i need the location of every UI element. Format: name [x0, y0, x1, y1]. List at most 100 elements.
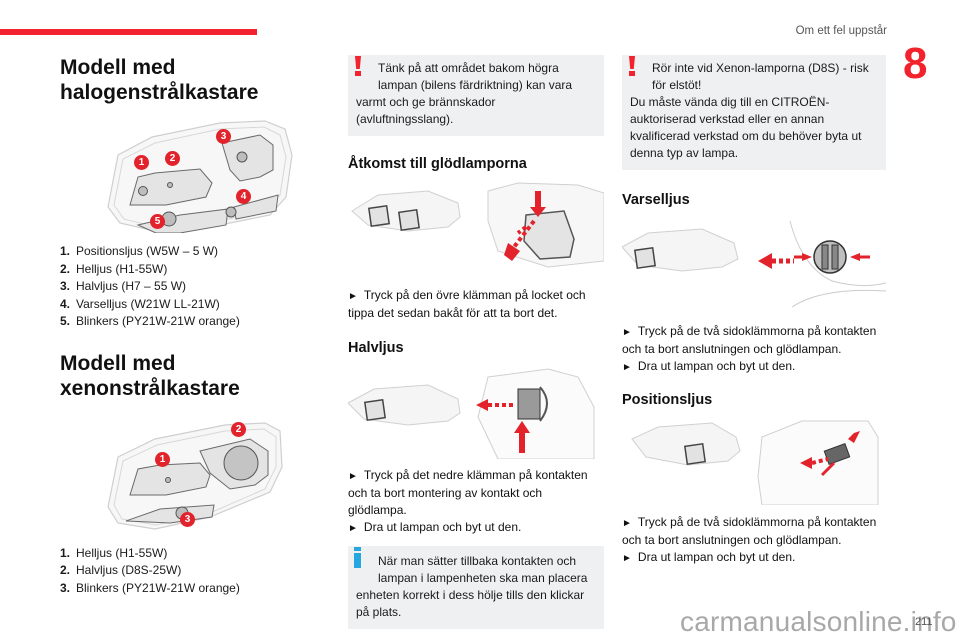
info-text-line3: enheten korrekt i dess hölje tills den k… [356, 588, 585, 619]
item-number: 4. [60, 296, 71, 311]
chapter-number: 8 [903, 39, 928, 88]
item-text: Positionsljus (W5W – 5 W) [76, 244, 219, 258]
xenon-title-line2: xenonstrålkastare [60, 376, 240, 400]
cover-removal-drawing [351, 182, 605, 268]
callout-badge-2: 2 [231, 421, 246, 437]
info-text-line2: lampan i lampenheten ska man placera [378, 571, 588, 585]
info-text-line1: När man sätter tillbaka kontakten och [378, 554, 577, 568]
column-1: Modell med halogenstrålkastare 1 2 3 4 5… [60, 55, 315, 597]
running-head: Om ett fel uppstår [795, 25, 887, 37]
item-text: Blinkers (PY21W-21W orange) [76, 580, 240, 595]
drl-step-1: ►Tryck på de två sidoklämmorna på kontak… [622, 323, 886, 358]
item-text: Blinkers (PY21W-21W orange) [76, 314, 240, 328]
position-light-drawing [631, 420, 879, 506]
item-number: 1. [60, 244, 71, 258]
step-marker-icon: ► [348, 471, 358, 482]
halogen-title: Modell med halogenstrålkastare [60, 55, 315, 105]
low-beam-drawing [347, 368, 595, 460]
item-text: Varselljus (W21W LL-21W) [76, 296, 220, 311]
xenon-headlamp-illustration: 1 2 3 [60, 417, 315, 532]
drl-illustration [621, 217, 887, 309]
column-2: Tänk på att området bakom högra lampan (… [347, 55, 605, 629]
xenon-title: Modell med xenonstrålkastare [60, 351, 315, 401]
callout-badge-1: 1 [134, 155, 149, 170]
step-marker-icon: ► [622, 553, 632, 564]
position-light-illustration [622, 417, 886, 506]
low-beam-step-1-text: Tryck på det nedre klämman på kontakten … [348, 468, 588, 517]
list-item: 2. Halvljus (D8S-25W) [60, 562, 315, 580]
xenon-bulb-list: 1.Helljus (H1-55W) 2.Halvljus (D8S-25W) … [60, 545, 315, 598]
item-number: 2. [60, 261, 71, 276]
halogen-headlamp-drawing [107, 120, 293, 234]
low-beam-step-1: ►Tryck på det nedre klämman på kontakten… [348, 467, 604, 519]
item-number: 2. [60, 563, 71, 577]
list-item: 1. Helljus (H1-55W) [60, 545, 315, 563]
info-icon [354, 547, 361, 569]
item-text: Halvljus (D8S-25W) [76, 563, 182, 577]
warning-icon [354, 56, 362, 76]
halogen-bulb-list: 1. Positionsljus (W5W – 5 W) 2. Helljus (H… [60, 243, 315, 331]
column-3: Rör inte vid Xenon-lamporna (D8S) - risk… [621, 55, 887, 567]
info-box-refit: När man sätter tillbaka kontakten och la… [348, 546, 604, 629]
warning-text-line3: varmt och ge brännskador (avluftningssla… [356, 95, 496, 126]
warning-text-line1: Rör inte vid Xenon-lamporna (D8S) - risk [652, 61, 869, 75]
low-beam-illustration [347, 367, 604, 460]
list-item: 3. Blinkers (PY21W-21W orange) [60, 580, 315, 598]
callout-badge-3: 3 [180, 511, 195, 527]
position-light-heading: Positionsljus [622, 392, 713, 408]
list-item: 4. Varselljus (W21W LL-21W) [60, 296, 315, 314]
callout-badge-4: 4 [236, 189, 251, 204]
position-light-step-1-text: Tryck på de två sidoklämmorna på kontakt… [622, 515, 877, 547]
warning-text-line3: Du måste vända dig till en CITROËN-aukto… [630, 95, 862, 160]
item-text: Helljus (H1-55W) [76, 545, 168, 560]
halogen-headlamp-illustration: 1 2 3 4 5 [60, 115, 315, 234]
access-step-1-text: Tryck på den övre klämman på locket och … [348, 288, 586, 320]
item-number: 3. [60, 580, 71, 595]
callout-badge-1: 1 [155, 451, 170, 467]
list-item: 1. Positionsljus (W5W – 5 W) [60, 243, 315, 261]
item-text: Halvljus (H7 – 55 W) [76, 279, 187, 293]
drl-step-2: ► Dra ut lampan och byt ut den. [622, 358, 886, 376]
drl-step-2-text: Dra ut lampan och byt ut den. [637, 359, 796, 373]
chapter-accent-bar [0, 29, 257, 35]
halogen-title-line2: halogenstrålkastare [60, 81, 259, 104]
access-bulbs-heading: Åtkomst till glödlamporna [348, 156, 527, 172]
step-marker-icon: ► [348, 523, 358, 534]
drl-heading: Varselljus [622, 192, 690, 208]
item-number: 5. [60, 314, 71, 328]
step-marker-icon: ► [622, 518, 632, 529]
drl-drawing [621, 220, 887, 308]
list-item: 3. Halvljus (H7 – 55 W) [60, 278, 315, 296]
callout-badge-3: 3 [216, 129, 231, 144]
item-number: 1. [60, 545, 71, 560]
xenon-title-line1: Modell med [60, 351, 176, 375]
list-item: 5. Blinkers (PY21W-21W orange) [60, 313, 315, 331]
step-marker-icon: ► [348, 291, 358, 302]
position-light-step-2-text: Dra ut lampan och byt ut den. [637, 550, 796, 564]
warning-box-hot-area: Tänk på att området bakom högra lampan (… [348, 55, 604, 136]
step-marker-icon: ► [622, 327, 632, 338]
access-step-1: ►Tryck på den övre klämman på locket och… [348, 287, 604, 322]
low-beam-step-2-text: Dra ut lampan och byt ut den. [363, 520, 522, 534]
low-beam-step-2: ► Dra ut lampan och byt ut den. [348, 519, 604, 537]
watermark: carmanualsonline.info [680, 606, 957, 637]
step-marker-icon: ► [622, 362, 632, 373]
warning-text-line1: Tänk på att området bakom högra [378, 61, 559, 75]
low-beam-heading: Halvljus [348, 340, 404, 356]
drl-step-1-text: Tryck på de två sidoklämmorna på kontakt… [622, 324, 877, 356]
position-light-step-2: ► Dra ut lampan och byt ut den. [622, 549, 886, 567]
xenon-headlamp-drawing [107, 421, 283, 530]
list-item: 2. Helljus (H1-55W) [60, 261, 315, 279]
warning-text-line2: lampan (bilens färdriktning) kan vara [378, 78, 573, 92]
warning-text-line2: för elstöt! [652, 78, 702, 92]
warning-box-xenon: Rör inte vid Xenon-lamporna (D8S) - risk… [622, 55, 886, 170]
page-number: 211 [915, 616, 933, 628]
item-text: Helljus (H1-55W) [76, 261, 168, 276]
halogen-title-line1: Modell med [60, 56, 176, 79]
position-light-step-1: ►Tryck på de två sidoklämmorna på kontak… [622, 514, 886, 549]
callout-badge-5: 5 [150, 214, 165, 229]
access-cover-illustration [348, 181, 605, 273]
item-number: 3. [60, 279, 71, 293]
callout-badge-2: 2 [165, 151, 180, 166]
warning-icon [628, 56, 636, 76]
